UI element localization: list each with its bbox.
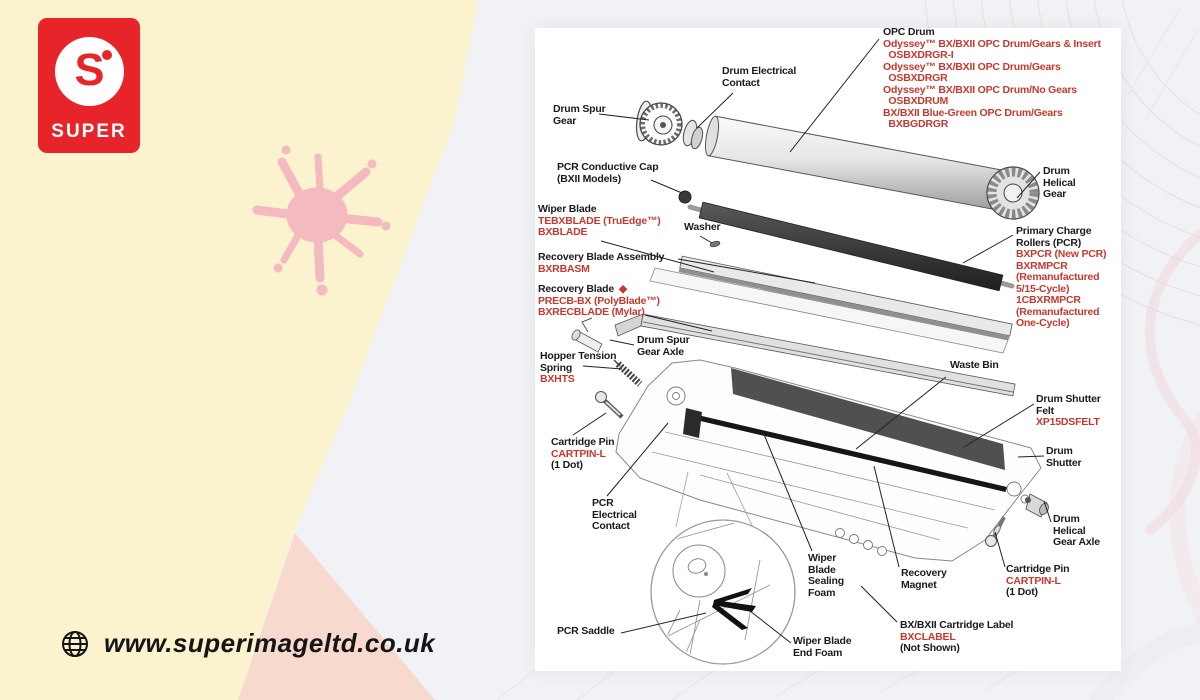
part-label-drum-helical-gear-axle: Drum Helical Gear Axle — [1053, 513, 1100, 548]
part-label-recovery-blade: Recovery Blade◆PRECB-BX (PolyBlade™) BXR… — [538, 283, 660, 318]
part-label-drum-spur-gear: Drum Spur Gear — [553, 103, 606, 127]
part-label-drum-helical-gear: Drum Helical Gear — [1043, 165, 1076, 200]
part-label-recovery-magnet: Recovery Magnet — [901, 567, 947, 591]
part-label-waste-bin: Waste Bin — [950, 359, 999, 371]
footer: www.superimageltd.co.uk — [60, 628, 435, 659]
logo-s-icon: S — [55, 37, 124, 106]
part-label-pcr-electrical-contact: PCR Electrical Contact — [592, 497, 637, 532]
part-label-pcr-conductive-cap: PCR Conductive Cap (BXII Models) — [557, 161, 659, 185]
part-label-washer: Washer — [684, 221, 721, 233]
part-label-pcr-saddle: PCR Saddle — [557, 625, 615, 637]
part-label-wiper-blade-end-foam: Wiper Blade End Foam — [793, 635, 852, 659]
website-url: www.superimageltd.co.uk — [104, 628, 436, 658]
logo-dot — [102, 50, 112, 60]
diamond-marker: ◆ — [619, 283, 627, 295]
part-label-drum-electrical-contact: Drum Electrical Contact — [722, 65, 797, 89]
part-label-wiper-blade-sealing-foam: Wiper Blade Sealing Foam — [808, 552, 844, 599]
part-label-drum-shutter: Drum Shutter — [1046, 445, 1082, 469]
logo-letter: S — [74, 44, 105, 95]
super-logo: S SUPER — [38, 18, 140, 153]
globe-icon — [62, 630, 88, 657]
part-label-primary-charge-rollers: Primary Charge Rollers (PCR)BXPCR (New P… — [1016, 225, 1107, 329]
logo-wordmark: SUPER — [51, 121, 127, 142]
part-label-drum-spur-gear-axle: Drum Spur Gear Axle — [637, 334, 690, 358]
